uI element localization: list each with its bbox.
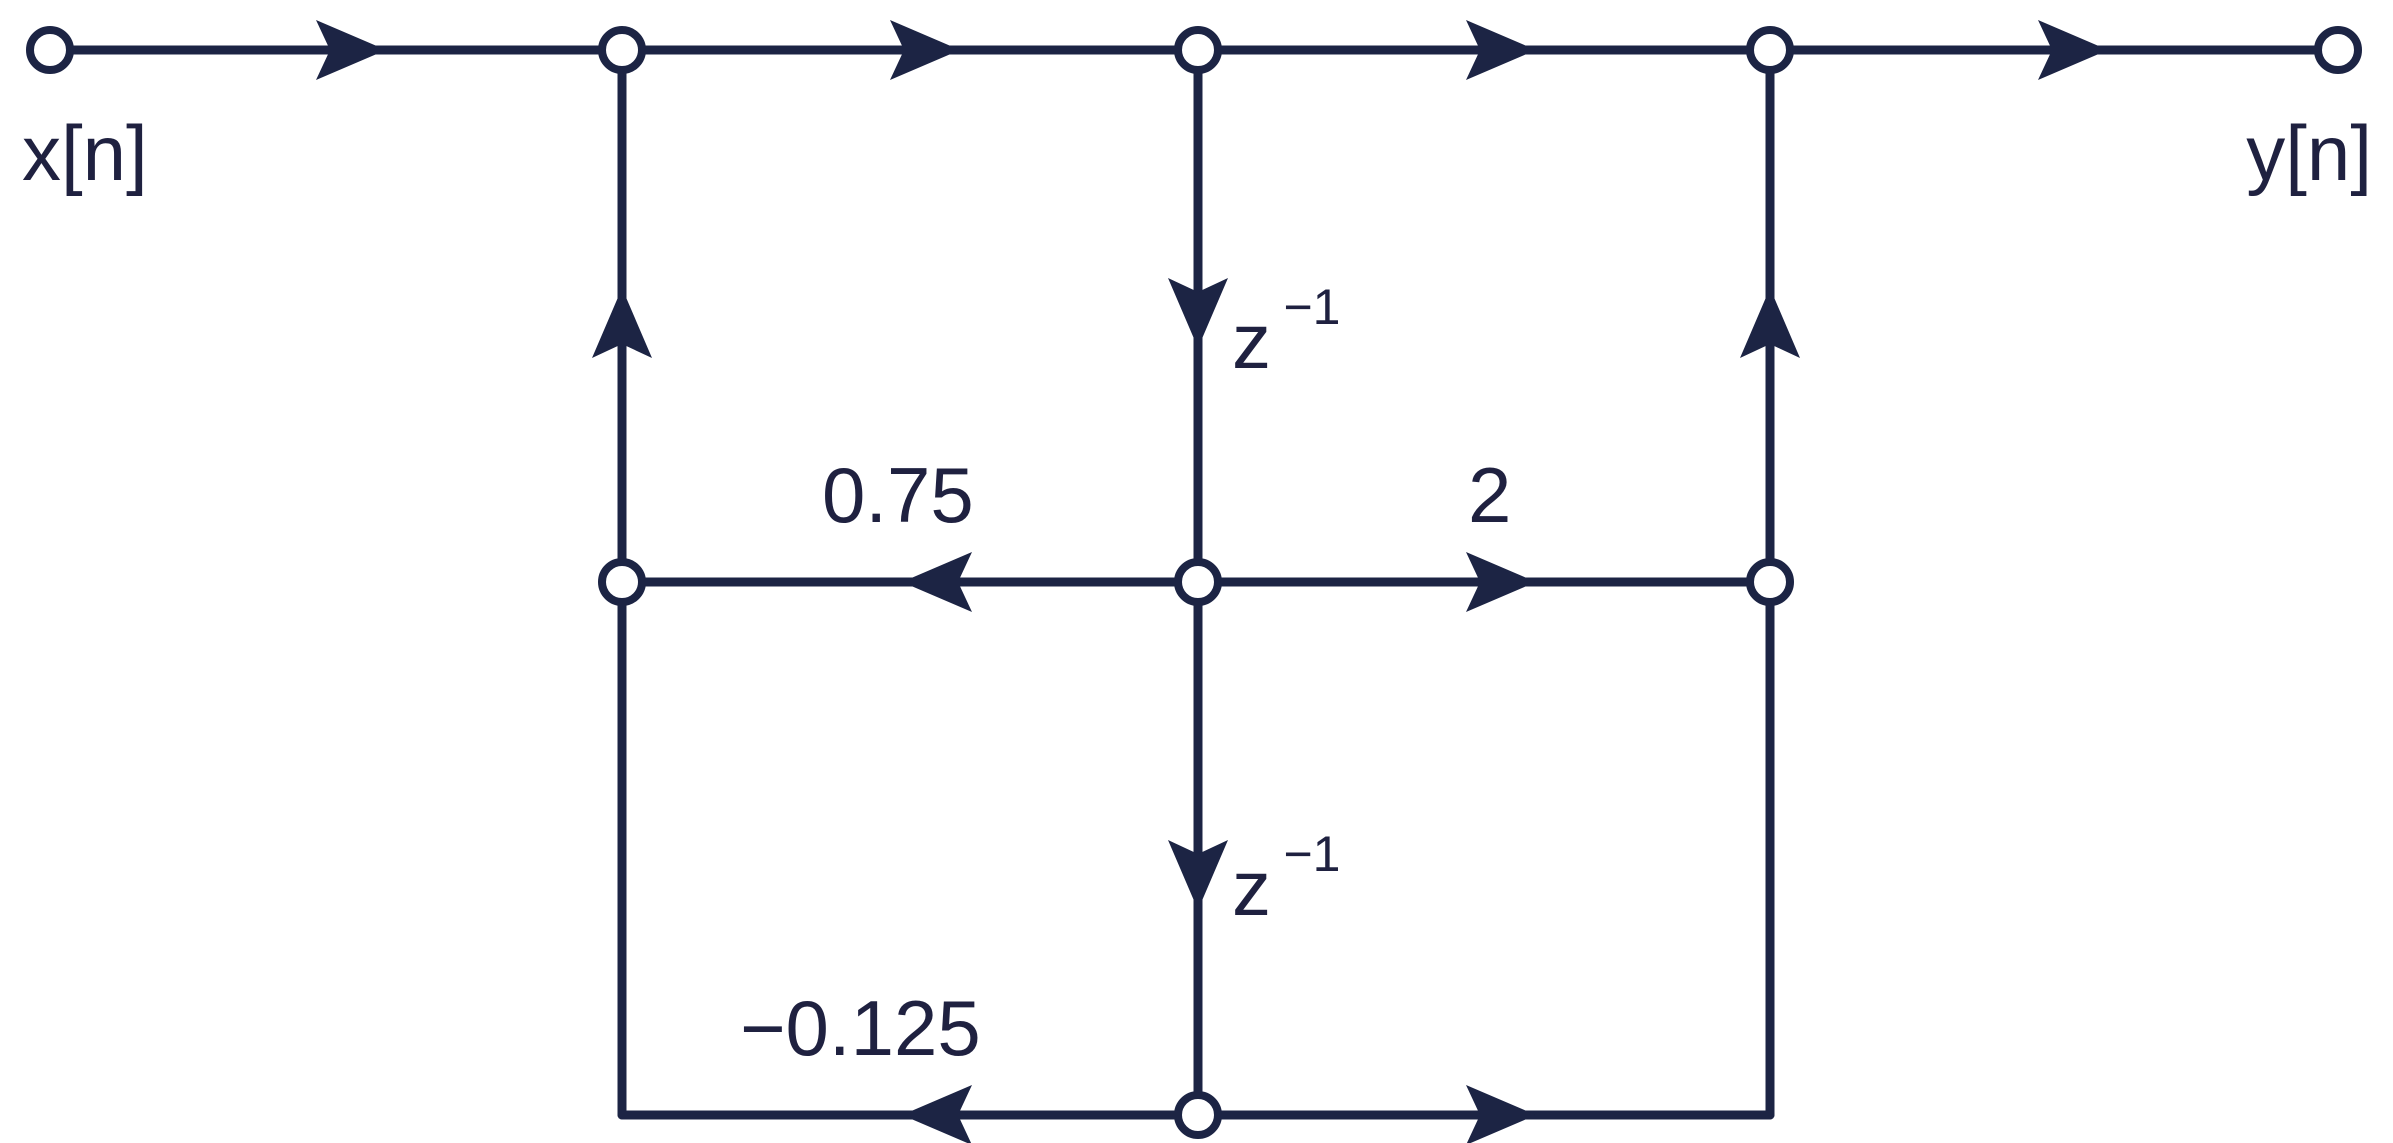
delay-exponent: −1 (1283, 826, 1340, 882)
arrow-right-icon (1466, 20, 1536, 80)
gain-label-2: 2 (1468, 451, 1511, 539)
arrow-right-icon (890, 20, 960, 80)
arrow-left-icon (902, 552, 972, 612)
output-label: y[n] (2246, 109, 2372, 197)
arrow-right-icon (1466, 552, 1536, 612)
delay-label-2: z −1 (1232, 826, 1340, 932)
gain-label-neg-0-125: −0.125 (740, 984, 981, 1072)
arrow-up-icon (1740, 288, 1800, 358)
nodes (26, 26, 2362, 1139)
input-label: x[n] (22, 109, 148, 197)
delay-base: z (1232, 844, 1271, 932)
arrow-down-icon (1168, 278, 1228, 348)
arrow-down-icon (1168, 840, 1228, 910)
node-right-middle (1746, 558, 1794, 606)
node-center-middle (1174, 558, 1222, 606)
arrow-right-icon (2038, 20, 2108, 80)
node-sum-left (598, 26, 646, 74)
arrow-left-icon (902, 1085, 972, 1143)
node-center-bottom (1174, 1091, 1222, 1139)
arrowheads (316, 20, 2108, 1143)
arrow-right-icon (1466, 1085, 1536, 1143)
input-node (26, 26, 74, 74)
node-center-top (1174, 26, 1222, 74)
labels: x[n] y[n] z −1 z −1 0.75 2 −0.125 (22, 109, 2372, 1072)
node-sum-right (1746, 26, 1794, 74)
node-left-middle (598, 558, 646, 606)
gain-label-0-75: 0.75 (822, 451, 974, 539)
delay-exponent: −1 (1283, 279, 1340, 335)
output-node (2314, 26, 2362, 74)
arrow-up-icon (592, 288, 652, 358)
arrow-right-icon (316, 20, 386, 80)
delay-label-1: z −1 (1232, 279, 1340, 385)
delay-base: z (1232, 297, 1271, 385)
